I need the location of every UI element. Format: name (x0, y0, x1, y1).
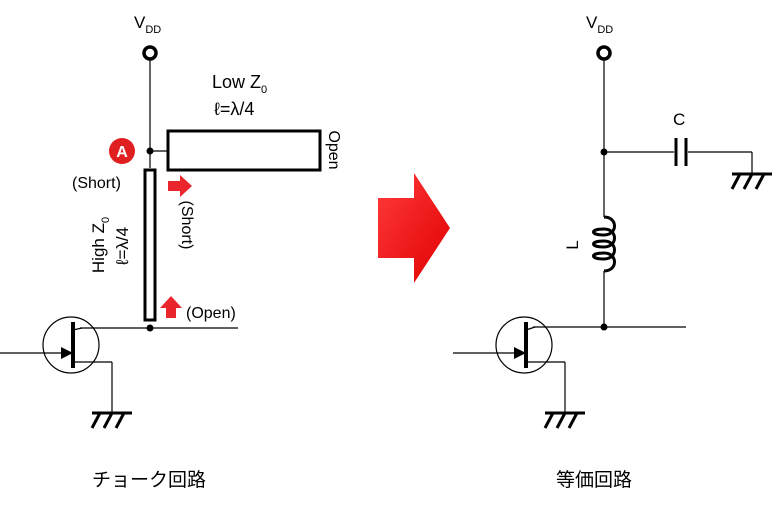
open-arrow-up (160, 296, 182, 318)
right-caption: 等価回路 (556, 469, 632, 491)
right-drain-node (600, 323, 608, 331)
left-vdd-label: VDD (134, 13, 161, 36)
right-transistor (453, 316, 566, 413)
transform-arrow-icon (378, 173, 450, 283)
low-z-length-label: ℓ=λ/4 (214, 99, 254, 119)
left-ground-icon (90, 411, 132, 429)
right-vdd-terminal (596, 45, 612, 61)
low-line-open-label: Open (325, 130, 342, 169)
low-z-label: Low Z0 (212, 72, 267, 96)
left-vdd-terminal (142, 45, 158, 61)
right-ground-icon (543, 411, 585, 429)
inductor-coil (592, 215, 616, 273)
high-z-line (143, 168, 157, 322)
left-drain-node (146, 324, 154, 332)
high-z-length-label: ℓ=λ/4 (113, 227, 132, 266)
short-label-left: (Short) (72, 175, 121, 192)
open-label-bottom: (Open) (186, 305, 236, 322)
left-transistor (0, 316, 113, 413)
choke-circuit: VDD Low Z0 ℓ=λ/4 A Open (Short) High Z0 … (0, 13, 342, 491)
high-z-label: High Z0 (89, 217, 112, 273)
node-a-marker-label: A (116, 144, 128, 161)
inductor-label: L (563, 240, 582, 249)
node-a-marker (109, 138, 135, 164)
low-z-line (166, 129, 322, 172)
node-a-junction (146, 147, 154, 155)
short-label-rotated: (Short) (178, 201, 195, 250)
capacitor-label: C (673, 110, 685, 129)
left-caption: チョーク回路 (92, 469, 206, 491)
short-arrow-right (168, 175, 192, 197)
right-vdd-label: VDD (586, 13, 613, 36)
cap-ground-icon (730, 172, 772, 190)
equivalent-circuit: VDD C L (453, 13, 772, 491)
